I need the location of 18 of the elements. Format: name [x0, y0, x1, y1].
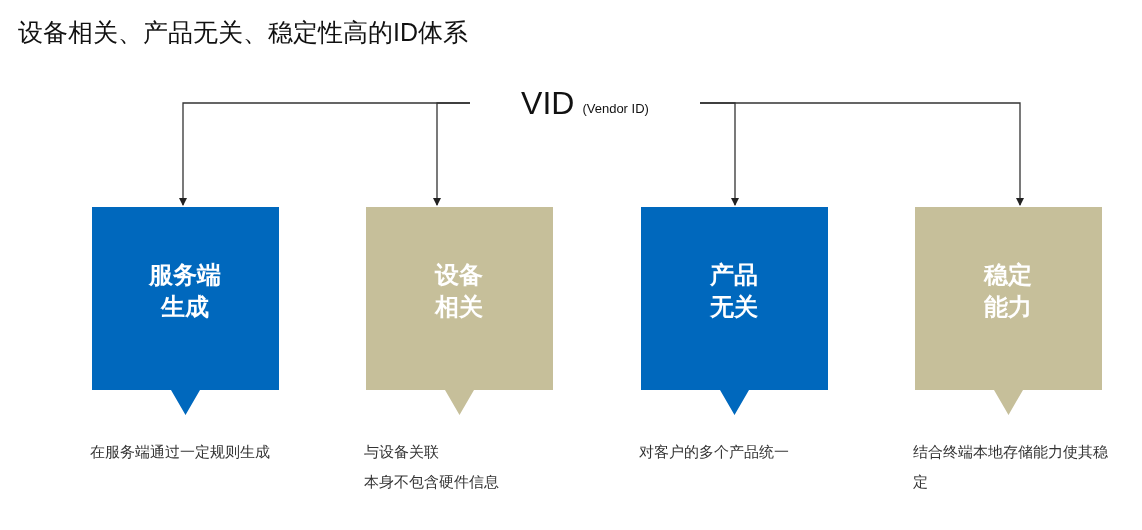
- box-title: 稳定能力: [983, 260, 1034, 323]
- callout-box: [92, 207, 279, 415]
- description-text: 对客户的多个产品统一: [639, 443, 790, 462]
- node-sublabel: (Vendor ID): [582, 100, 649, 116]
- description-text: 本身不包含硬件信息: [364, 473, 500, 492]
- box-title: 产品无关: [709, 260, 760, 323]
- description-text: 结合终端本地存储能力使其稳定: [913, 443, 1109, 492]
- callout-box: [641, 207, 828, 415]
- title: 设备相关、产品无关、稳定性高的ID体系: [18, 17, 468, 48]
- callout-box: [915, 207, 1102, 415]
- description-text: 与设备关联: [364, 443, 440, 462]
- node-label: VID: [521, 84, 575, 122]
- box-title: 服务端生成: [148, 260, 223, 323]
- arrow: [699, 102, 1024, 206]
- callout-box: [366, 207, 553, 415]
- arrow: [433, 102, 471, 206]
- description-text: 在服务端通过一定规则生成: [90, 443, 271, 462]
- box-title: 设备相关: [434, 260, 485, 323]
